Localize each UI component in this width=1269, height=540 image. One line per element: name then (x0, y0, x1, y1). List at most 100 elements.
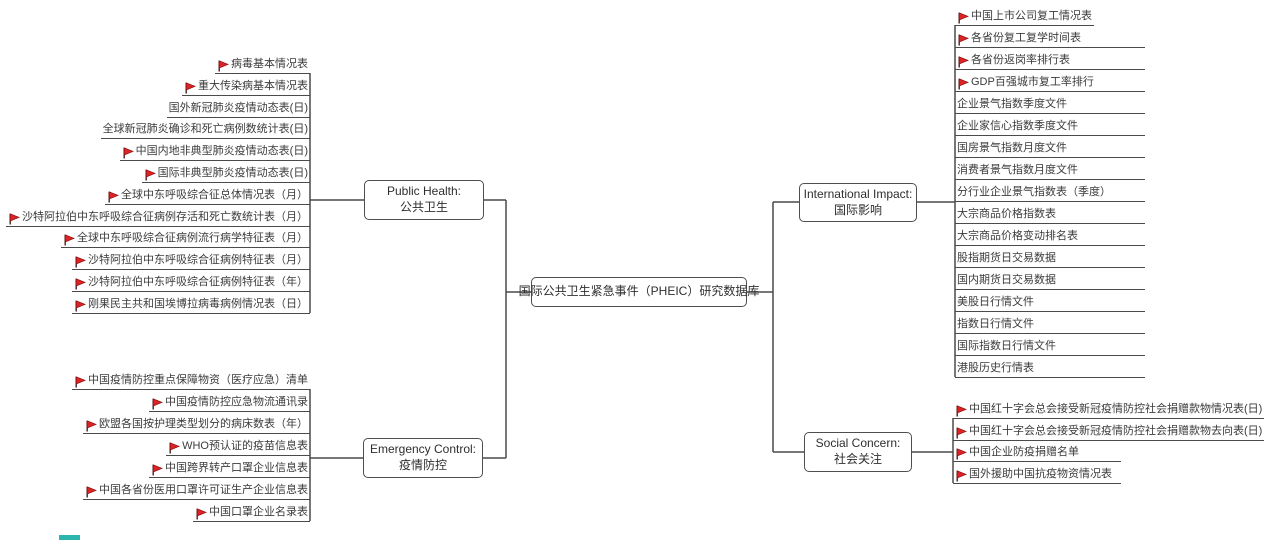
leaf-label: GDP百强城市复工率排行 (971, 76, 1094, 88)
leaf-label: 病毒基本情况表 (231, 58, 308, 70)
leaf-topic[interactable]: 中国红十字会总会接受新冠疫情防控社会捐赠款物去向表(日) (953, 424, 1265, 441)
leaf-label: 刚果民主共和国埃博拉病毒病例情况表（日） (88, 298, 308, 310)
flag-icon (75, 299, 86, 311)
leaf-topic[interactable]: 刚果民主共和国埃博拉病毒病例情况表（日） (72, 297, 310, 314)
leaf-label: 全球新冠肺炎确诊和死亡病例数统计表(日) (102, 123, 308, 135)
leaf-topic[interactable]: 中国各省份医用口罩许可证生产企业信息表 (83, 483, 310, 500)
leaf-label: 中国口罩企业名录表 (209, 506, 308, 518)
leaf-topic[interactable]: 国外新冠肺炎疫情动态表(日) (166, 101, 310, 118)
leaf-topic[interactable]: 中国红十字会总会接受新冠疫情防控社会捐赠款物情况表(日) (953, 402, 1265, 419)
flag-icon (958, 33, 969, 45)
flag-icon (958, 77, 969, 89)
branch-label-zh: 疫情防控 (398, 458, 447, 472)
branch-topic-emergency-control[interactable]: Emergency Control:疫情防控 (363, 438, 483, 478)
leaf-label: 国际指数日行情文件 (957, 340, 1056, 352)
flag-icon (75, 375, 86, 387)
leaf-label: 中国跨界转产口罩企业信息表 (165, 462, 308, 474)
leaf-topic[interactable]: 股指期货日交易数据 (955, 251, 1145, 268)
leaf-label: 中国企业防疫捐赠名单 (969, 446, 1079, 458)
leaf-topic[interactable]: 全球新冠肺炎确诊和死亡病例数统计表(日) (100, 122, 310, 139)
leaf-label: 国外援助中国抗疫物资情况表 (969, 468, 1112, 480)
leaf-topic[interactable]: 中国上市公司复工情况表 (955, 9, 1094, 26)
leaf-label: 中国内地非典型肺炎疫情动态表(日) (135, 145, 308, 157)
leaf-topic[interactable]: 美股日行情文件 (955, 295, 1145, 312)
leaf-topic[interactable]: 中国内地非典型肺炎疫情动态表(日) (119, 144, 310, 161)
leaf-topic[interactable]: 企业景气指数季度文件 (955, 97, 1145, 114)
leaf-label: 各省份复工复学时间表 (971, 32, 1081, 44)
leaf-label: 国房景气指数月度文件 (957, 142, 1067, 154)
leaf-label: 企业景气指数季度文件 (957, 98, 1067, 110)
leaf-topic[interactable]: 重大传染病基本情况表 (182, 79, 310, 96)
leaf-label: 指数日行情文件 (957, 318, 1034, 330)
leaf-topic[interactable]: 中国企业防疫捐赠名单 (953, 445, 1121, 462)
flag-icon (196, 507, 207, 519)
leaf-label: 大宗商品价格变动排名表 (957, 230, 1078, 242)
flag-icon (108, 190, 119, 202)
branch-label-en: Social Concern: (815, 436, 901, 451)
leaf-topic[interactable]: 指数日行情文件 (955, 317, 1145, 334)
leaf-label: 国外新冠肺炎疫情动态表(日) (168, 102, 308, 114)
leaf-topic[interactable]: 国外援助中国抗疫物资情况表 (953, 467, 1121, 484)
branch-label-en: Public Health: (386, 184, 462, 199)
leaf-topic[interactable]: 沙特阿拉伯中东呼吸综合征病例存活和死亡数统计表（月） (6, 210, 310, 227)
branch-label-en: International Impact: (803, 186, 913, 201)
leaf-topic[interactable]: 消费者景气指数月度文件 (955, 163, 1145, 180)
leaf-label: 中国疫情防控应急物流通讯录 (165, 396, 308, 408)
branch-topic-international-impact[interactable]: International Impact:国际影响 (799, 183, 917, 222)
leaf-label: 中国各省份医用口罩许可证生产企业信息表 (99, 484, 308, 496)
leaf-topic[interactable]: 港股历史行情表 (955, 361, 1145, 378)
leaf-topic[interactable]: 沙特阿拉伯中东呼吸综合征病例特征表（年） (72, 275, 310, 292)
leaf-topic[interactable]: 全球中东呼吸综合征总体情况表（月） (105, 188, 310, 205)
flag-icon (185, 81, 196, 93)
leaf-label: 各省份返岗率排行表 (971, 54, 1070, 66)
leaf-topic[interactable]: 各省份返岗率排行表 (955, 53, 1145, 70)
leaf-label: 中国红十字会总会接受新冠疫情防控社会捐赠款物情况表(日) (969, 403, 1263, 415)
leaf-topic[interactable]: 大宗商品价格指数表 (955, 207, 1145, 224)
leaf-topic[interactable]: 企业家信心指数季度文件 (955, 119, 1145, 136)
leaf-label: 分行业企业景气指数表（季度） (957, 186, 1111, 198)
leaf-topic[interactable]: 大宗商品价格变动排名表 (955, 229, 1145, 246)
leaf-label: 股指期货日交易数据 (957, 252, 1056, 264)
leaf-label: 沙特阿拉伯中东呼吸综合征病例特征表（月） (88, 254, 308, 266)
leaf-topic[interactable]: 中国疫情防控重点保障物资（医疗应急）清单 (72, 373, 310, 390)
branch-topic-public-health[interactable]: Public Health:公共卫生 (364, 180, 484, 220)
flag-icon (956, 469, 967, 481)
leaf-topic[interactable]: 沙特阿拉伯中东呼吸综合征病例特征表（月） (72, 253, 310, 270)
leaf-topic[interactable]: 中国口罩企业名录表 (193, 505, 310, 522)
leaf-label: 消费者景气指数月度文件 (957, 164, 1078, 176)
leaf-topic[interactable]: 各省份复工复学时间表 (955, 31, 1145, 48)
flag-icon (75, 255, 86, 267)
leaf-topic[interactable]: 国际非典型肺炎疫情动态表(日) (141, 166, 310, 183)
branch-topic-social-concern[interactable]: Social Concern:社会关注 (804, 432, 912, 472)
flag-icon (956, 447, 967, 459)
leaf-topic[interactable]: 中国跨界转产口罩企业信息表 (149, 461, 310, 478)
leaf-label: 中国疫情防控重点保障物资（医疗应急）清单 (88, 374, 308, 386)
leaf-label: 全球中东呼吸综合征病例流行病学特征表（月） (77, 232, 308, 244)
leaf-label: 中国上市公司复工情况表 (971, 10, 1092, 22)
flag-icon (218, 59, 229, 71)
leaf-topic[interactable]: 中国疫情防控应急物流通讯录 (149, 395, 310, 412)
leaf-topic[interactable]: 国际指数日行情文件 (955, 339, 1145, 356)
root-topic[interactable]: 国际公共卫生紧急事件（PHEIC）研究数据库 (519, 277, 759, 307)
leaf-topic[interactable]: 国内期货日交易数据 (955, 273, 1145, 290)
leaf-topic[interactable]: 病毒基本情况表 (215, 57, 310, 74)
leaf-topic[interactable]: GDP百强城市复工率排行 (955, 75, 1145, 92)
flag-icon (86, 419, 97, 431)
leaf-topic[interactable]: 国房景气指数月度文件 (955, 141, 1145, 158)
flag-icon (958, 11, 969, 23)
leaf-label: 国内期货日交易数据 (957, 274, 1056, 286)
leaf-label: 中国红十字会总会接受新冠疫情防控社会捐赠款物去向表(日) (969, 425, 1263, 437)
flag-icon (75, 277, 86, 289)
leaf-label: 重大传染病基本情况表 (198, 80, 308, 92)
leaf-label: 港股历史行情表 (957, 362, 1034, 374)
leaf-topic[interactable]: 欧盟各国按护理类型划分的病床数表（年） (83, 417, 310, 434)
leaf-topic[interactable]: 分行业企业景气指数表（季度） (955, 185, 1145, 202)
flag-icon (9, 212, 20, 224)
flag-icon (169, 441, 181, 453)
branch-label-en: Emergency Control: (369, 442, 477, 457)
leaf-topic[interactable]: 全球中东呼吸综合征病例流行病学特征表（月） (61, 231, 310, 248)
leaf-label: 全球中东呼吸综合征总体情况表（月） (121, 189, 308, 201)
leaf-label: 沙特阿拉伯中东呼吸综合征病例特征表（年） (88, 276, 308, 288)
leaf-topic[interactable]: WHO预认证的疫苗信息表 (166, 439, 310, 456)
